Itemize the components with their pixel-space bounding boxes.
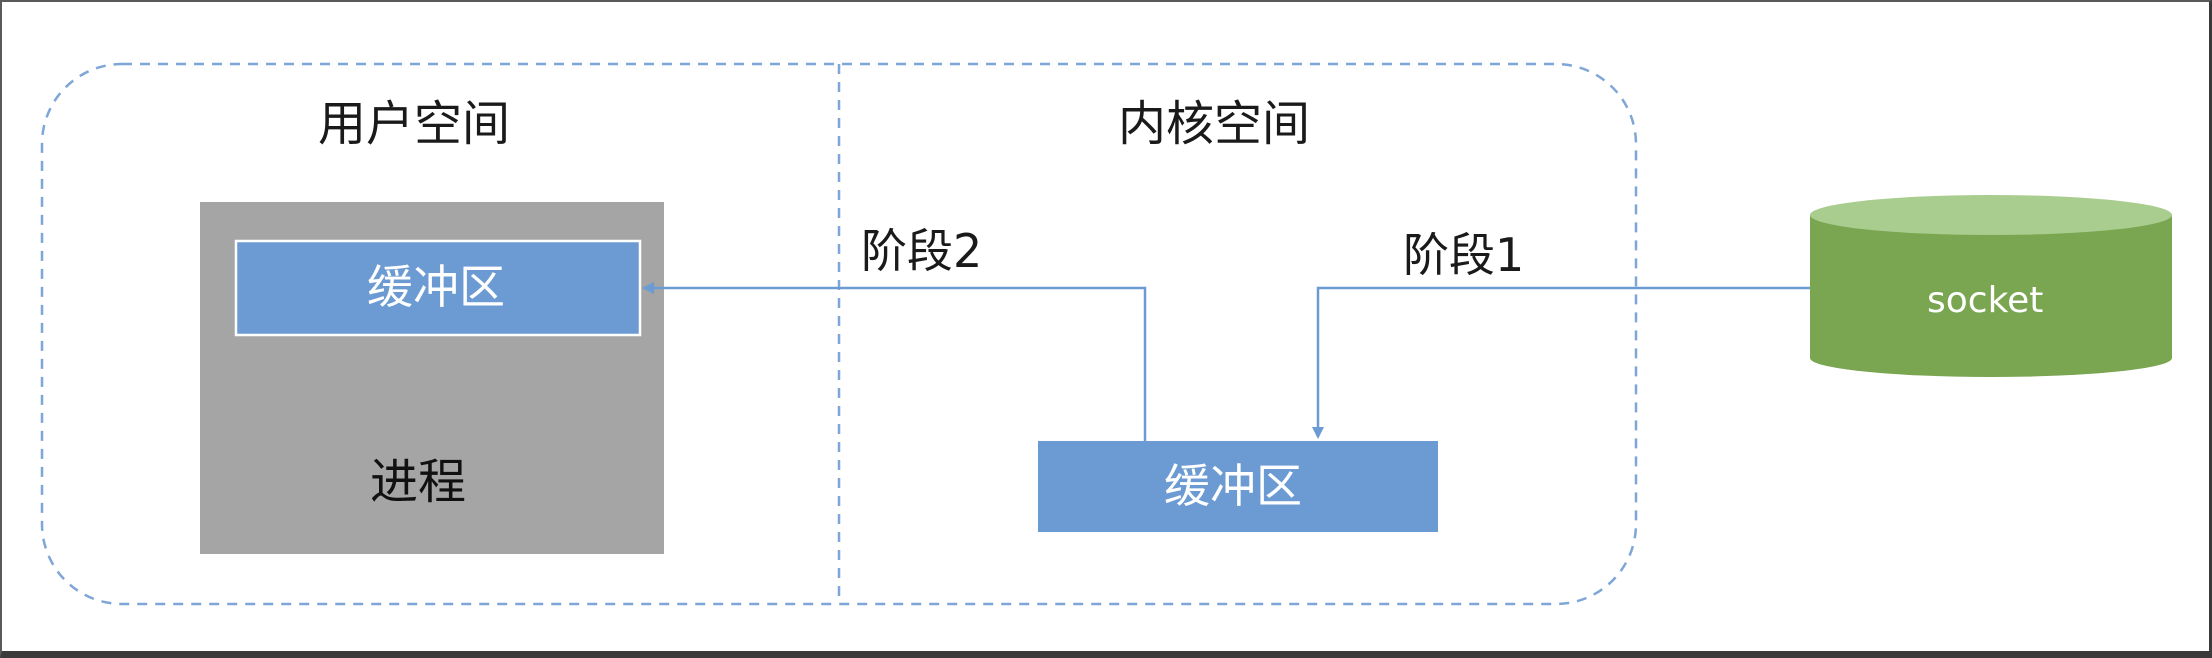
user-buffer-box <box>234 239 642 337</box>
process-label: 进程 <box>370 454 467 510</box>
stage1-label: 阶段1 <box>1403 228 1525 282</box>
user-buffer-label: 缓冲区 <box>367 260 505 314</box>
kernel-buffer-label: 缓冲区 <box>1164 459 1302 513</box>
user-space-label: 用户空间 <box>318 96 511 152</box>
kernel-space-label: 内核空间 <box>1118 96 1311 152</box>
socket-cylinder <box>1810 195 2172 377</box>
kernel-buffer-box <box>1038 441 1438 532</box>
stage2-arrow <box>642 282 1147 441</box>
socket-label: socket <box>1927 280 2044 321</box>
stage2-label: 阶段2 <box>861 224 983 278</box>
stage1-arrow <box>1312 286 1810 439</box>
space-boundary <box>40 62 1638 606</box>
